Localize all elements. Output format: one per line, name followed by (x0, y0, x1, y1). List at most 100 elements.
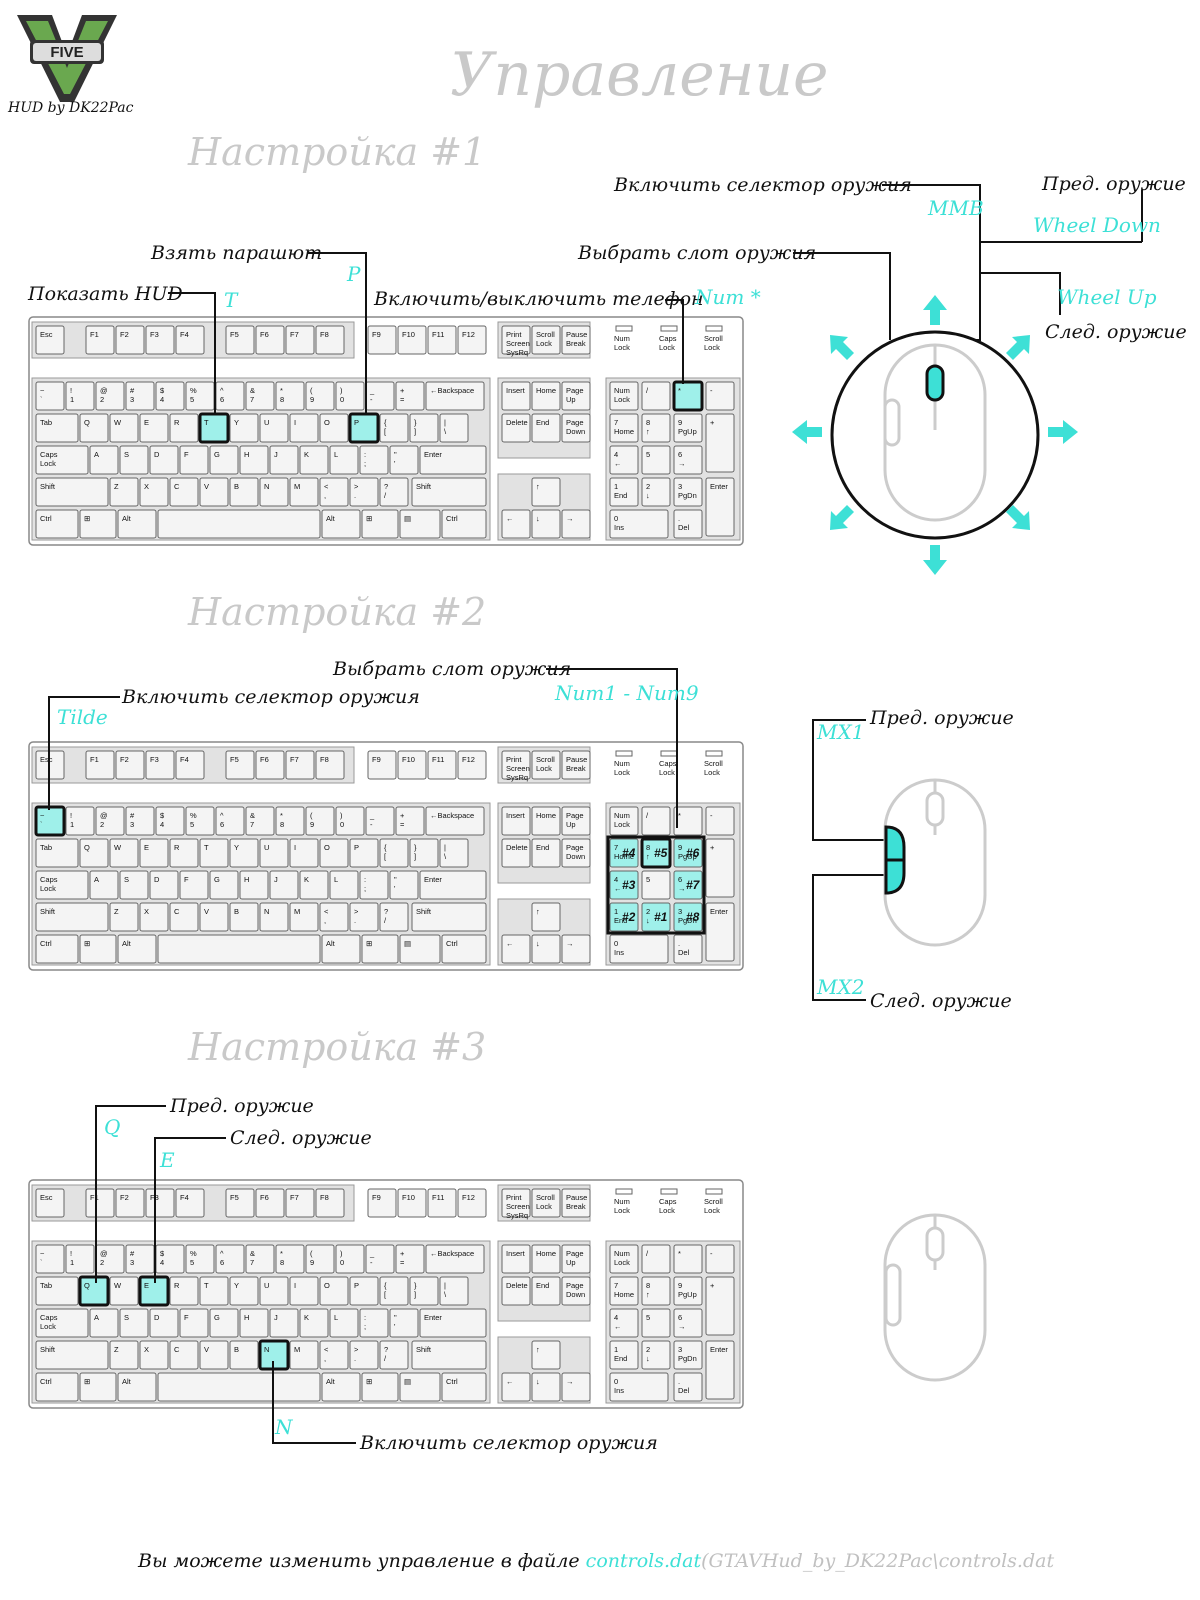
key-f8: F8 (315, 750, 345, 780)
svg-text:Down: Down (566, 427, 585, 436)
svg-text:>: > (354, 1345, 359, 1354)
svg-text:]: ] (414, 1290, 416, 1299)
svg-text:S: S (124, 450, 129, 459)
svg-text:W: W (114, 843, 122, 852)
svg-text:F3: F3 (150, 330, 159, 339)
key-numpad-2: * (673, 1244, 703, 1274)
key-num-8: *8 (275, 1244, 305, 1274)
svg-text:Tab: Tab (40, 843, 52, 852)
key-a-10: :; (359, 870, 389, 900)
svg-text:`: ` (40, 395, 43, 404)
svg-text:Home: Home (614, 852, 634, 861)
key-lshift: Shift (35, 902, 109, 932)
svg-text:F1: F1 (90, 330, 99, 339)
key-arrow-1: ← (501, 934, 531, 964)
svg-text:Page: Page (566, 1281, 584, 1290)
svg-text:": " (394, 1313, 397, 1322)
svg-text:Enter: Enter (424, 1313, 442, 1322)
svg-text:Shift: Shift (416, 907, 432, 916)
key-q-12: }] (409, 838, 439, 868)
page-title: Управление (450, 40, 829, 110)
key-numpad-16: .Del (673, 509, 703, 539)
svg-text:Lock: Lock (659, 343, 675, 352)
slot-label-3: #3 (622, 878, 636, 892)
svg-text:Delete: Delete (506, 1281, 528, 1290)
svg-text:<: < (324, 482, 329, 491)
key-next-1: Wheel Up (1057, 285, 1157, 309)
svg-text:⊞: ⊞ (84, 1377, 90, 1386)
svg-text:F4: F4 (180, 755, 189, 764)
key-a-6: H (239, 870, 269, 900)
svg-text:\: \ (444, 1290, 447, 1299)
svg-text:Scroll: Scroll (536, 330, 555, 339)
svg-text:2: 2 (100, 820, 104, 829)
svg-text:U: U (264, 418, 269, 427)
key-f5: F5 (225, 750, 255, 780)
svg-text:_: _ (369, 811, 375, 820)
key-bottom-4: Alt (321, 509, 361, 539)
logo-caption: HUD by DK22Pac (8, 100, 134, 116)
key-bottom-3 (157, 1372, 321, 1402)
key-q-3: E (139, 838, 169, 868)
key-numpad-12: 2↓ (641, 902, 671, 932)
key-z-10: ?/ (379, 477, 409, 507)
key-q-13: |\ (439, 413, 469, 443)
key-num-2: @2 (95, 1244, 125, 1274)
svg-text:End: End (614, 916, 627, 925)
svg-text:[: [ (384, 852, 387, 861)
key-a-9: L (329, 870, 359, 900)
key-selector-3: N (275, 1415, 293, 1439)
svg-text:PgUp: PgUp (678, 852, 697, 861)
svg-text:-: - (710, 386, 713, 395)
svg-text:L: L (334, 450, 338, 459)
svg-text:⊞: ⊞ (366, 514, 372, 523)
svg-text:F6: F6 (260, 330, 269, 339)
slot-label-1: #5 (654, 846, 668, 860)
svg-text:Delete: Delete (506, 843, 528, 852)
key-f11: F11 (427, 325, 457, 355)
svg-text:Home: Home (614, 1290, 634, 1299)
key-a-1: A (89, 1308, 119, 1338)
key-num-13: ←Backspace (425, 806, 485, 836)
key-numpad-10: 6→ (673, 1308, 703, 1338)
key-z-10: ?/ (379, 1340, 409, 1370)
svg-text:Ctrl: Ctrl (446, 939, 458, 948)
setup-2-title: Настройка #2 (188, 590, 487, 634)
key-a-7: J (269, 1308, 299, 1338)
svg-text:#: # (130, 1249, 135, 1258)
svg-text:F12: F12 (462, 330, 475, 339)
svg-text:0: 0 (614, 1377, 618, 1386)
svg-text:D: D (154, 875, 160, 884)
key-parachute: P (347, 262, 361, 286)
logo-brand: FIVE (50, 44, 83, 61)
svg-text:.: . (354, 916, 356, 925)
svg-text::: : (364, 875, 366, 884)
svg-text:6: 6 (220, 820, 224, 829)
svg-text:-: - (710, 811, 713, 820)
svg-text:4: 4 (614, 875, 618, 884)
key-f2: F2 (115, 1188, 145, 1218)
svg-text:Pause: Pause (566, 1193, 587, 1202)
svg-text:;: ; (364, 459, 366, 468)
key-numpad-3: - (705, 806, 735, 836)
svg-text:PgDn: PgDn (678, 1354, 697, 1363)
svg-text:Ins: Ins (614, 1386, 624, 1395)
svg-text:{: { (384, 1281, 387, 1290)
key-numpad-7: + (705, 1276, 735, 1336)
svg-text:Ctrl: Ctrl (40, 939, 52, 948)
key-bottom-4: Alt (321, 934, 361, 964)
key-f9: F9 (367, 1188, 397, 1218)
key-a-4: F (179, 870, 209, 900)
svg-text:→: → (566, 1377, 574, 1386)
svg-text:D: D (154, 1313, 160, 1322)
key-z-7: M (289, 477, 319, 507)
slot-label-5: #2 (622, 910, 636, 924)
